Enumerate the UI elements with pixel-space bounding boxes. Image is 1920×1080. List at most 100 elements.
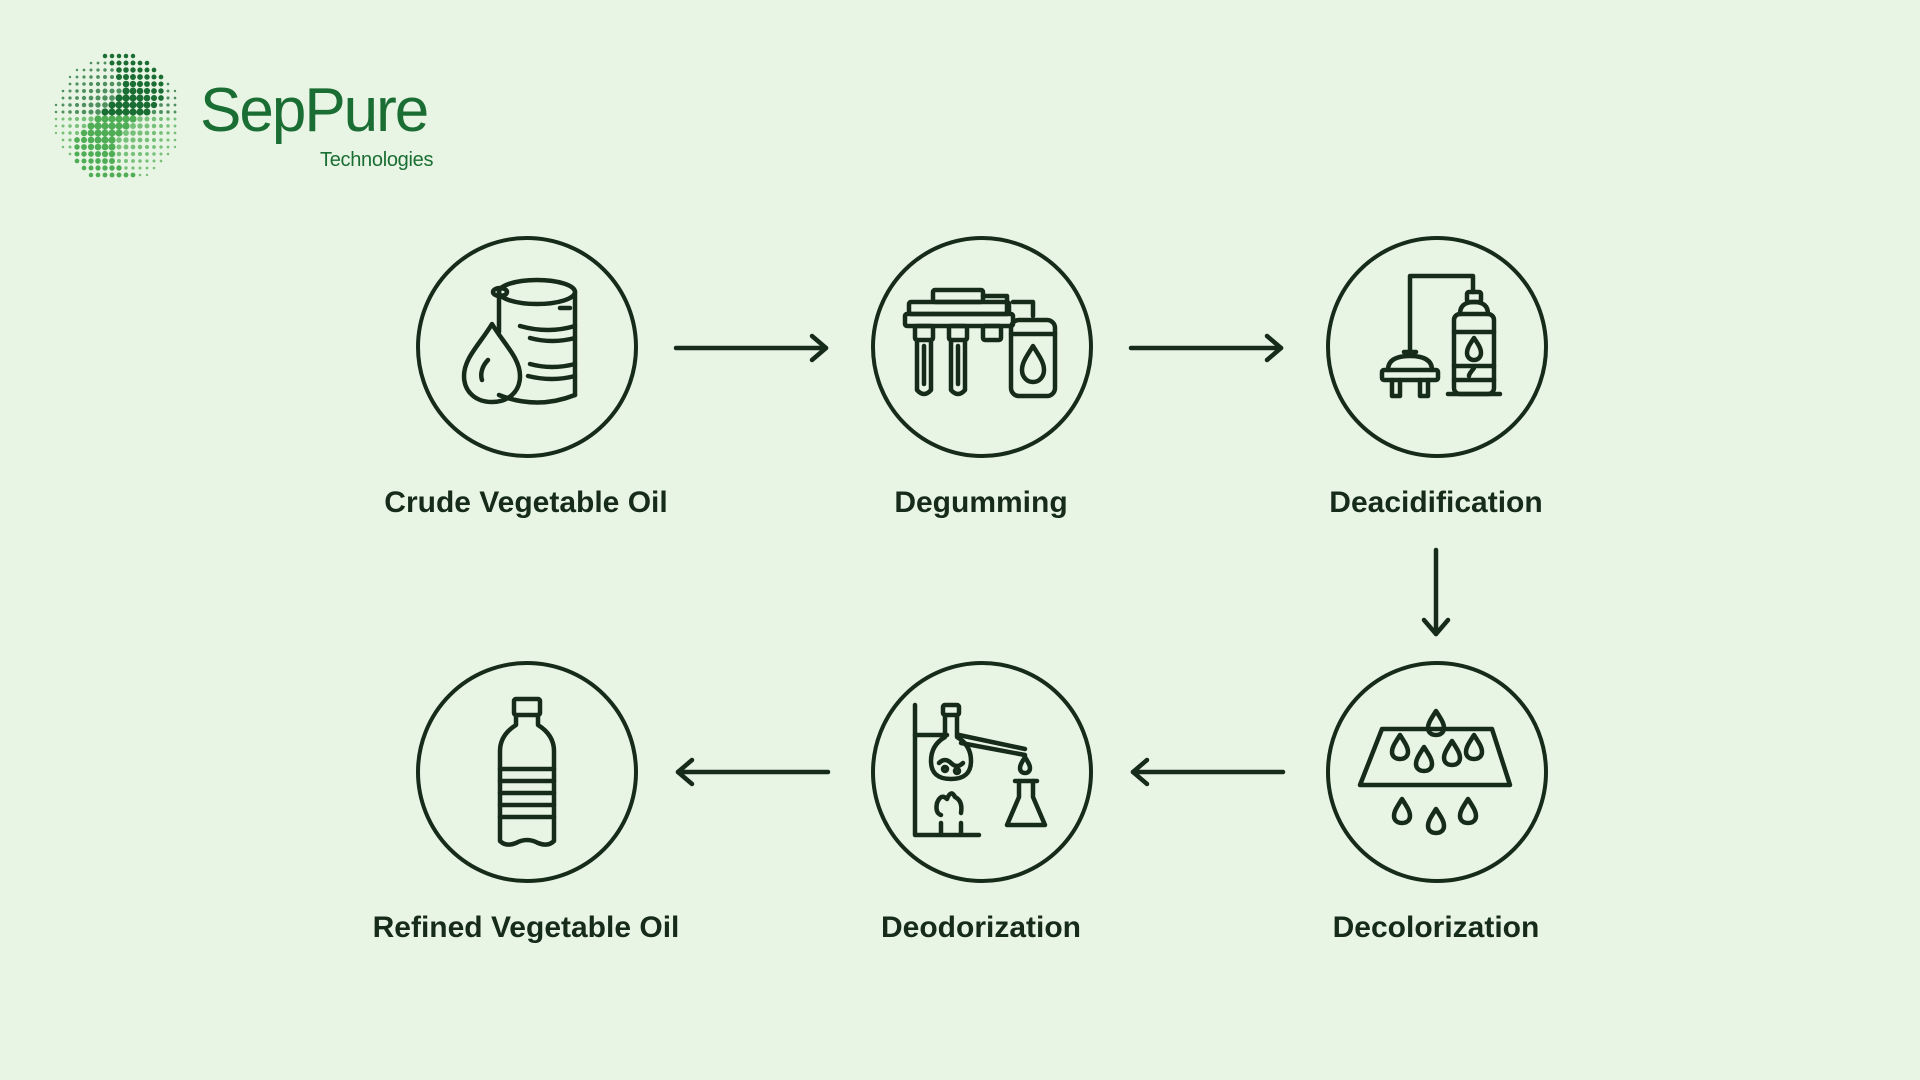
logo-dot <box>137 67 143 73</box>
logo-dot <box>115 122 123 130</box>
logo-dot <box>152 152 156 156</box>
logo-dot <box>89 68 93 72</box>
logo-dot <box>123 137 129 143</box>
logo-name: SepPure <box>200 76 429 145</box>
logo-dot <box>115 94 123 102</box>
logo-dot <box>117 159 121 163</box>
logo-dot <box>95 172 101 178</box>
logo-dot <box>81 165 87 171</box>
logo-dot <box>109 165 115 171</box>
logo-dot <box>143 87 151 95</box>
logo-dot <box>82 89 86 93</box>
logo-dot <box>138 166 142 170</box>
logo-dot <box>144 67 150 73</box>
oil-bottle-icon <box>497 696 557 847</box>
logo-dot <box>130 60 136 66</box>
logo-dot <box>109 60 115 66</box>
logo-dot <box>122 94 130 102</box>
logo-dot <box>110 68 114 72</box>
logo-dot <box>158 95 164 101</box>
step-degumming: Degumming <box>821 236 1141 556</box>
logo-dot <box>95 88 101 94</box>
flow-arrow-down <box>1418 546 1454 640</box>
logo-dot <box>94 129 102 137</box>
logo-dot <box>138 159 142 163</box>
logo-dot <box>108 150 116 158</box>
logo-dot <box>166 138 170 142</box>
step-decolorization: Decolorization <box>1276 661 1596 981</box>
logo-dot <box>137 151 143 157</box>
logo-dot <box>130 144 136 150</box>
logo-dot <box>115 115 123 123</box>
logo-dot <box>159 103 163 107</box>
logo-dot <box>88 151 94 157</box>
logo-dot <box>95 109 101 115</box>
logo-dot <box>101 143 109 151</box>
arrow-left-icon <box>1130 757 1286 787</box>
logo-dot <box>130 172 136 178</box>
logo-dot <box>151 109 157 115</box>
logo-dot <box>88 165 94 171</box>
logo-dot <box>109 172 115 178</box>
logo-dot <box>68 96 72 100</box>
logo-dot <box>74 123 80 129</box>
logo-dot <box>131 159 135 163</box>
logo-dot <box>74 151 80 157</box>
logo-dot <box>116 60 122 66</box>
logo-dot <box>137 130 143 136</box>
logo-dot <box>95 81 101 87</box>
logo-dot <box>61 110 65 114</box>
logo-dot <box>81 151 87 157</box>
logo-dot <box>151 67 157 73</box>
logo-dot <box>173 110 177 114</box>
logo-dot <box>144 81 150 87</box>
logo-dot <box>87 143 95 151</box>
flow-arrow-left <box>1127 754 1287 790</box>
logo-dot <box>136 101 144 109</box>
logo-dot <box>75 89 79 93</box>
logo-dot <box>159 110 163 114</box>
logo-dot <box>166 131 170 135</box>
step-deacidification: Deacidification <box>1276 236 1596 556</box>
logo-dot <box>102 95 108 101</box>
logo-dot <box>159 117 163 121</box>
logo-dot <box>158 88 164 94</box>
logo-dot <box>159 131 163 135</box>
logo-dot <box>150 101 158 109</box>
logo-dot <box>144 74 150 80</box>
logo-dot <box>61 131 65 135</box>
logo-dot <box>81 123 87 129</box>
logo-dot <box>116 172 122 178</box>
logo-dot <box>74 137 80 143</box>
logo-dot <box>166 103 170 107</box>
logo-dot <box>173 89 177 93</box>
logo-dot <box>129 108 137 116</box>
logo-dot <box>75 96 79 100</box>
logo-dot <box>137 137 143 143</box>
logo-dot <box>152 159 156 163</box>
logo-dot <box>144 116 150 122</box>
logo-dot <box>101 136 109 144</box>
logo-dot <box>89 82 93 86</box>
logo-dot <box>81 144 87 150</box>
logo-dot <box>159 124 163 128</box>
logo-dot <box>122 80 130 88</box>
logo-dot <box>130 123 136 129</box>
logo-dot <box>102 165 108 171</box>
logo-dot <box>115 73 123 81</box>
logo-dot <box>102 88 108 94</box>
logo-dot <box>159 152 163 156</box>
logo-dot <box>145 159 149 163</box>
step-circle <box>871 236 1093 458</box>
logo-dot <box>109 158 115 164</box>
logo-dot <box>144 60 150 66</box>
logo-dot <box>136 80 144 88</box>
logo-dot <box>61 103 65 107</box>
step-label: Refined Vegetable Oil <box>372 911 680 944</box>
logo-dot <box>166 96 170 100</box>
step-label: Deacidification <box>1329 486 1543 519</box>
logo-dot <box>123 67 129 73</box>
logo-dot <box>130 137 136 143</box>
logo-dot <box>74 144 80 150</box>
